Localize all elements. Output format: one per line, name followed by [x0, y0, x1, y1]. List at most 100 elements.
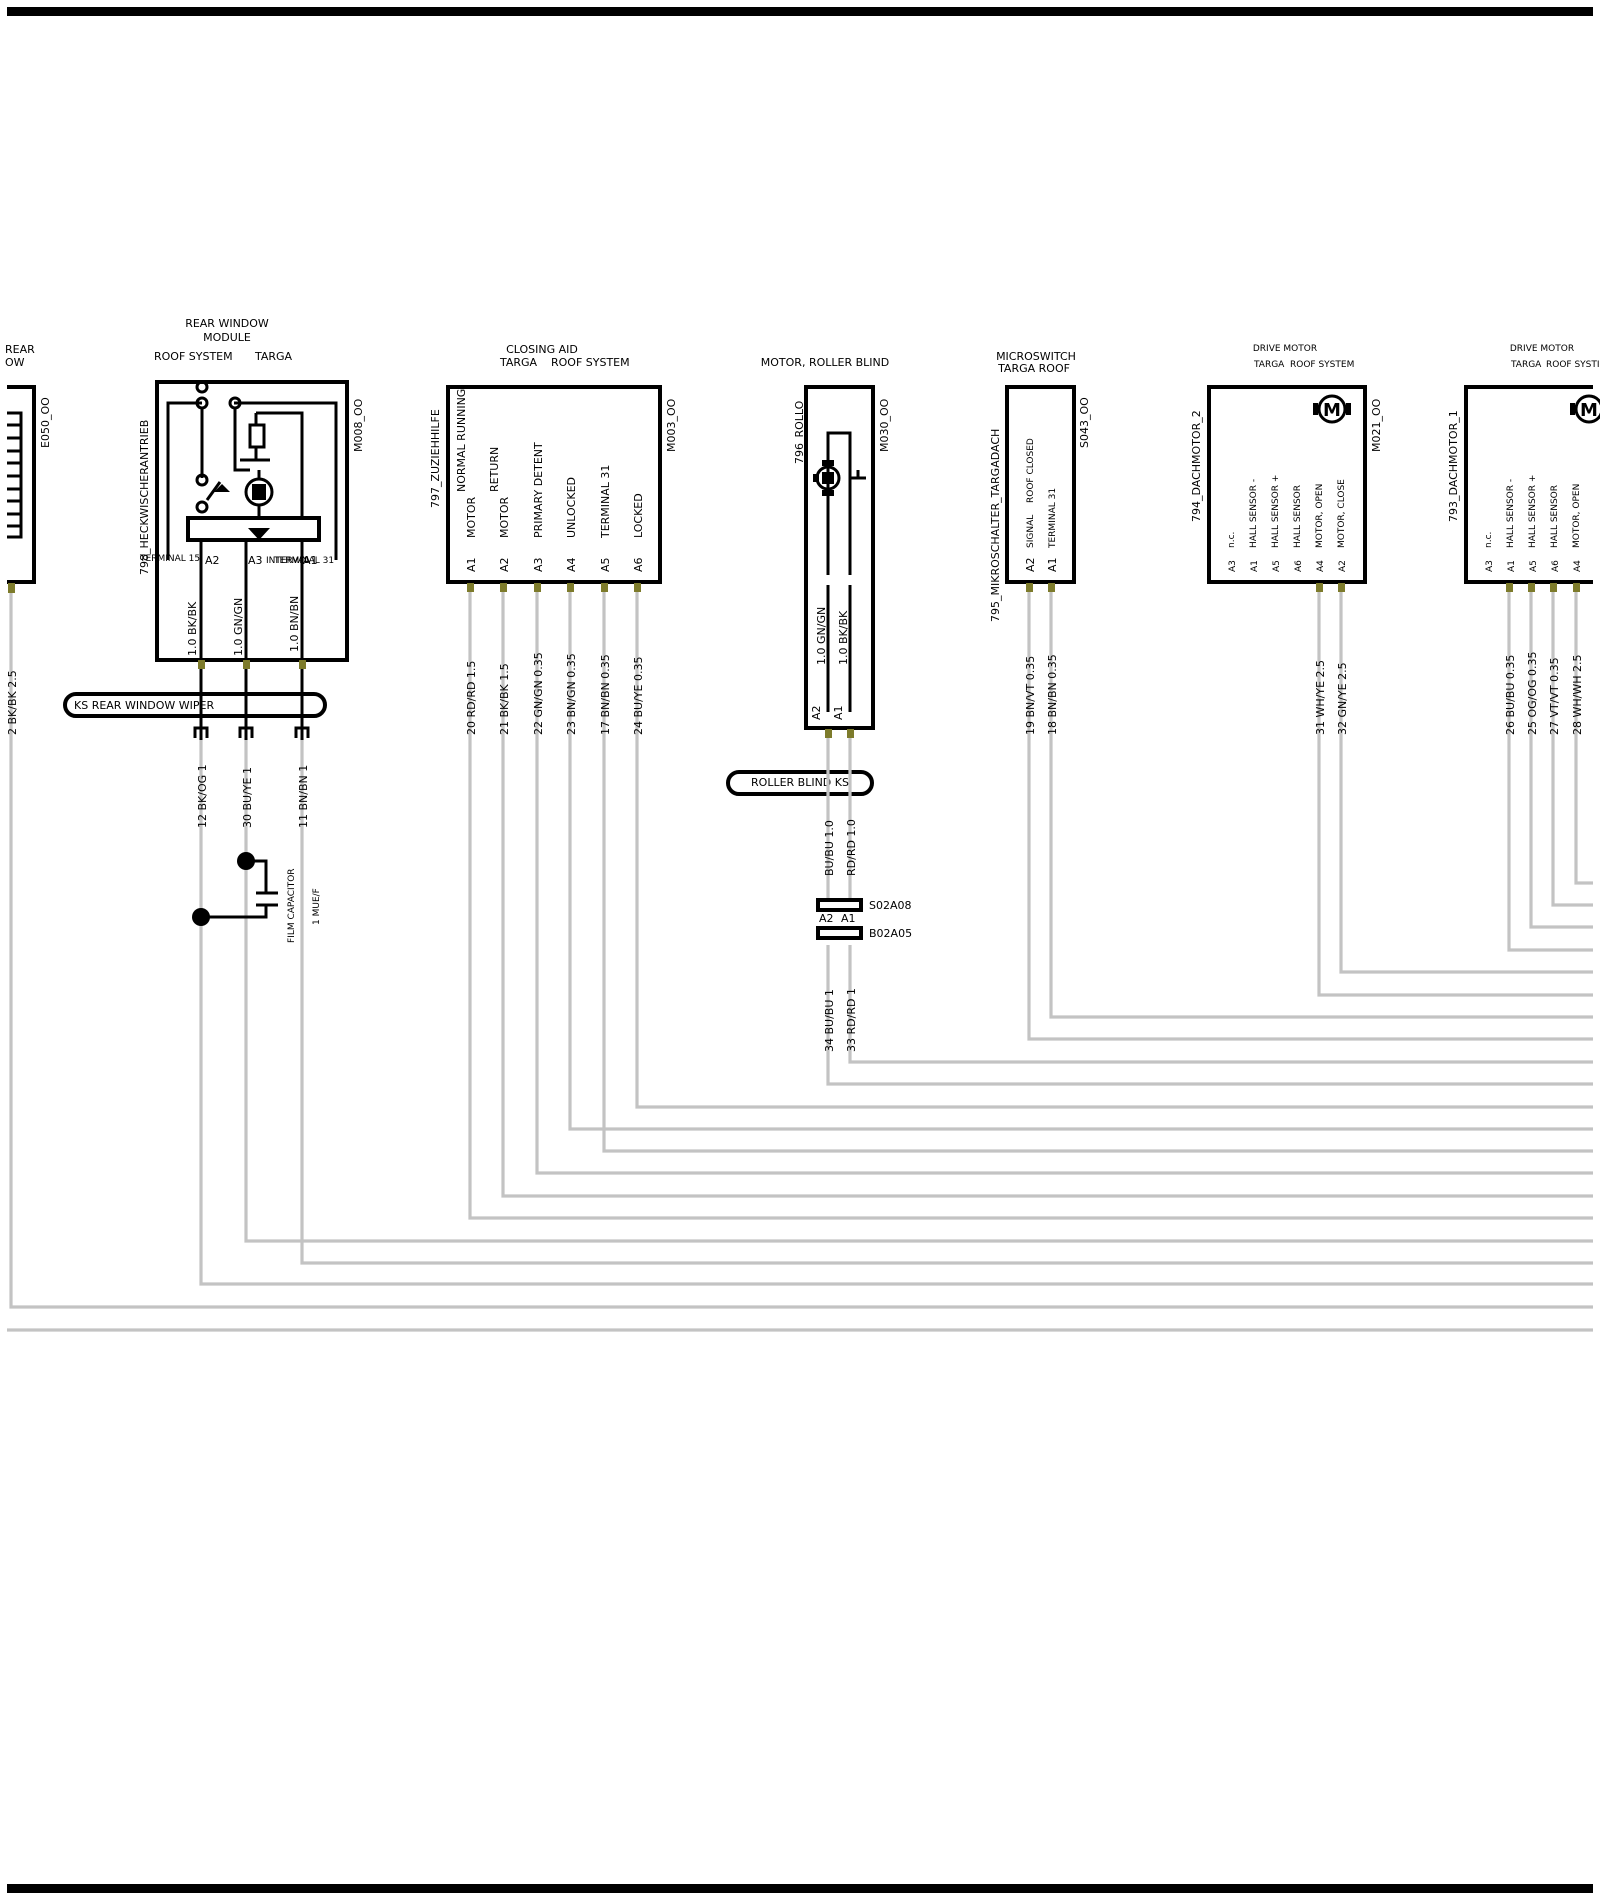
m003-pin-2: A2 [498, 557, 511, 572]
component-s043: MICROSWITCH TARGA ROOF 795_MIKROSCHALTER… [989, 350, 1091, 735]
m020-name: 793_DACHMOTOR_1 [1447, 410, 1460, 522]
e050-pin [8, 583, 15, 593]
m030-wire-2: 1.0 BK/BK [837, 610, 850, 665]
s043-terminal31: TERMINAL 31 [1048, 488, 1058, 549]
s043-harness-wire-1: 19 BN/VT 0.35 [1024, 656, 1037, 735]
s043-pin-a1: A1 [1046, 557, 1059, 572]
e050-id: E050_OO [39, 397, 52, 448]
m021-pin-2: A1 [1250, 560, 1260, 572]
m003-pin-marker-5 [601, 583, 608, 592]
m021-sub-right: ROOF SYSTEM [1290, 360, 1354, 370]
component-m003: CLOSING AID TARGA ROOF SYSTEM 797_ZUZIEH… [429, 343, 678, 735]
m003-signal-6: LOCKED [632, 493, 645, 538]
m030-title: MOTOR, ROLLER BLIND [761, 356, 889, 369]
m003-pin-3: A3 [532, 557, 545, 572]
m003-harness-wire-3: 22 GN/GN 0.35 [532, 652, 545, 735]
m021-signal-1: n.c. [1227, 532, 1237, 548]
m008-wire-3: 1.0 BN/BN [288, 596, 301, 652]
s043-title-1: MICROSWITCH [996, 350, 1076, 363]
m030-name: 796_ROLLO [793, 400, 806, 464]
m003-pin-marker-2 [500, 583, 507, 592]
m021-signal-3: HALL SENSOR + [1271, 475, 1281, 548]
m020-harness-wire-1: 26 BU/BU 0.35 [1504, 655, 1517, 735]
m003-pin-4: A4 [565, 557, 578, 572]
m020-signal-2: HALL SENSOR - [1506, 479, 1516, 548]
roller-wire-1: BU/BU 1.0 [823, 820, 836, 876]
m021-pin-4: A6 [1294, 560, 1304, 572]
m020-title: DRIVE MOTOR [1510, 344, 1574, 354]
connector-s02a08-label: S02A08 [869, 899, 912, 912]
m021-id: M021_OO [1370, 398, 1383, 452]
m021-signal-4: HALL SENSOR [1293, 485, 1303, 548]
ks-rear-window-wiper [63, 692, 327, 718]
m008-title-1: REAR WINDOW [185, 317, 269, 330]
m020-signal-5: MOTOR, OPEN [1572, 484, 1582, 548]
m020-pin-5: A4 [1573, 560, 1583, 572]
m003-harness-wire-4: 23 BN/GN 0.35 [565, 653, 578, 735]
film-capacitor: FILM CAPACITOR 1 MUE/F [192, 852, 322, 943]
m021-harness-wire-1: 31 WH/YE 2.5 [1314, 660, 1327, 735]
m021-signal-5: MOTOR, OPEN [1315, 484, 1325, 548]
capacitor-value: 1 MUE/F [312, 888, 322, 925]
m021-pin-3: A5 [1272, 560, 1282, 572]
connector-b02a05-label: B02A05 [869, 927, 912, 940]
connector-s02a08 [816, 898, 863, 912]
component-m020: DRIVE MOTOR TARGA ROOF SYSTI 793_DACHMOT… [1447, 344, 1600, 735]
ks-roller-blind-label: ROLLER BLIND KS [751, 776, 849, 789]
s043-harness-wire-2: 18 BN/BN 0.35 [1046, 654, 1059, 735]
s043-pin-a2: A2 [1024, 557, 1037, 572]
m008-harness-wire-3: 11 BN/BN 1 [297, 765, 310, 828]
m030-pin-a1: A1 [832, 705, 845, 720]
roller-wire-2: RD/RD 1.0 [845, 819, 858, 876]
m021-pin-6: A2 [1338, 560, 1348, 572]
m003-harness-wire-2: 21 BK/BK 1.5 [498, 663, 511, 735]
e050-title-1: REAR [5, 343, 35, 356]
svg-text:M: M [1580, 400, 1598, 421]
m021-sub-left: TARGA [1253, 360, 1285, 370]
m008-name: 798_HECKWISCHERANTRIEB [138, 420, 151, 575]
m003-harness-wire-1: 20 RD/RD 1.5 [465, 661, 478, 735]
m003-signal-1: MOTOR [465, 496, 478, 538]
m003-pin-5: A5 [599, 557, 612, 572]
m020-signal-4: HALL SENSOR [1550, 485, 1560, 548]
e050-title-2: OW [5, 356, 25, 369]
m008-title-2: MODULE [203, 331, 251, 344]
connector-b02a05 [816, 926, 863, 940]
m021-harness-wire-2: 32 GN/YE 2.5 [1336, 662, 1349, 735]
m008-sub-left: ROOF SYSTEM [154, 350, 233, 363]
m020-signal-1: n.c. [1484, 532, 1494, 548]
m008-id: M008_OO [352, 398, 365, 452]
m003-pin-1: A1 [465, 557, 478, 572]
m008-label-interval: INTERVAL [266, 556, 309, 566]
motor-icon: M [1570, 394, 1600, 424]
component-e050: REAR OW E050_OO 2 BK/BK 2.5 [5, 343, 52, 735]
wire-harness [7, 590, 1593, 1332]
m020-pin-1: A3 [1485, 560, 1495, 572]
s043-id: S043_OO [1078, 397, 1091, 448]
m003-signal-5: TERMINAL 31 [599, 465, 612, 539]
m030-pin-a2: A2 [810, 705, 823, 720]
component-m030: MOTOR, ROLLER BLIND 796_ROLLO M030_OO 1.… [726, 356, 912, 1052]
wiper-motor-icon [195, 380, 274, 540]
m020-harness-wire-4: 28 WH/WH 2.5 [1571, 655, 1584, 736]
m020-sub-right: ROOF SYSTI [1546, 360, 1600, 370]
m021-title: DRIVE MOTOR [1253, 344, 1317, 354]
e050-wire-label: 2 BK/BK 2.5 [6, 670, 19, 735]
svg-text:M: M [1323, 400, 1341, 421]
m003-signal-4: UNLOCKED [565, 477, 578, 538]
m020-pin-4: A6 [1551, 560, 1561, 572]
bottom-border [7, 1884, 1593, 1893]
connector-pin-a2: A2 [819, 912, 834, 925]
top-border [7, 7, 1593, 16]
m003-id: M003_OO [665, 398, 678, 452]
m003-return: RETURN [488, 447, 501, 492]
m020-harness-wire-3: 27 VT/VT 0.35 [1548, 657, 1561, 735]
ks-rear-window-wiper-label: KS REAR WINDOW WIPER [74, 699, 215, 712]
m008-harness-wire-2: 30 BU/YE 1 [241, 767, 254, 828]
m003-signal-3: PRIMARY DETENT [532, 442, 545, 538]
s043-name: 795_MIKROSCHALTER_TARGADACH [989, 429, 1002, 622]
m021-pin-1: A3 [1228, 560, 1238, 572]
m003-sub-left: TARGA [499, 356, 538, 369]
m003-name: 797_ZUZIEHHILFE [429, 409, 442, 508]
